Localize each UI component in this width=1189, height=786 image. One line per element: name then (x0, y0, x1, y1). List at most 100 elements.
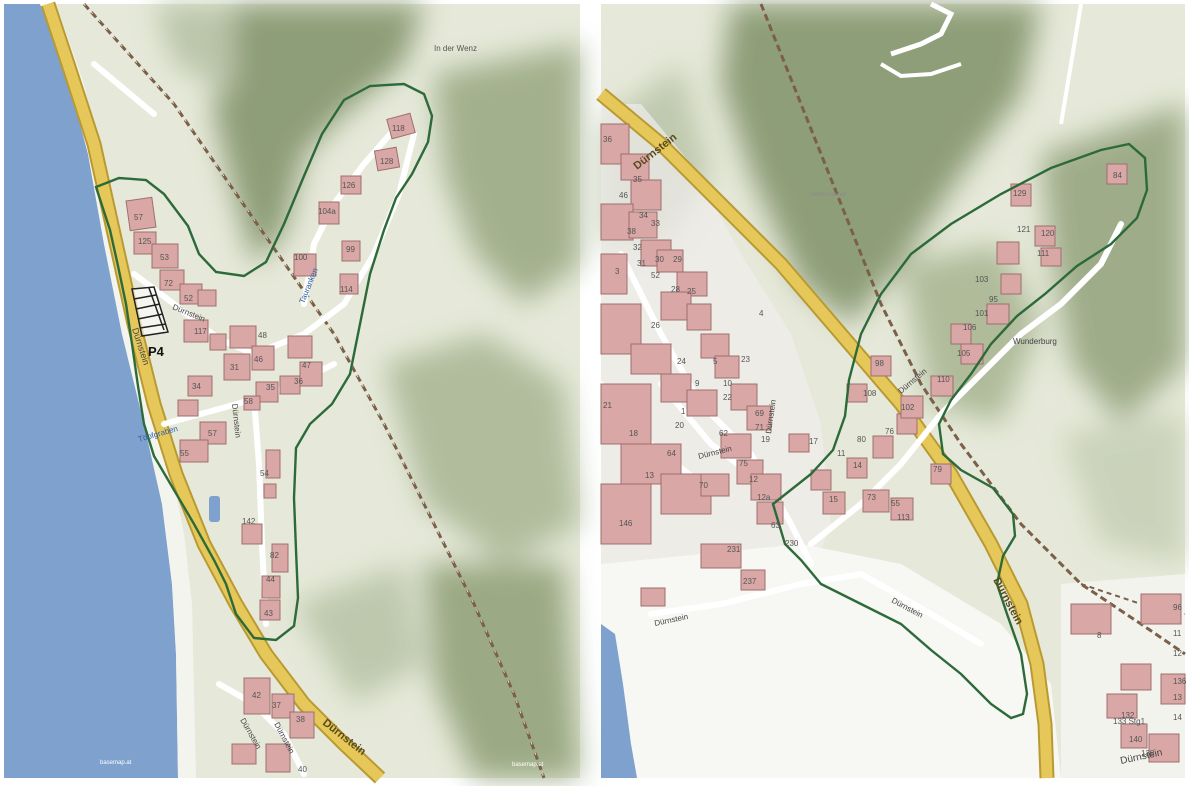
house-number: 140 (1129, 735, 1143, 744)
house-number: 237 (743, 577, 757, 586)
house-number: 53 (160, 253, 169, 262)
house-number: 19 (761, 435, 770, 444)
house-numbers: 84 129 121 120 111 103 95 101 106 105 98… (603, 135, 1187, 758)
house-number: 95 (989, 295, 998, 304)
house-number: 17 (809, 437, 818, 446)
house-number: 46 (254, 355, 263, 364)
house-number: 14 (1173, 713, 1182, 722)
house-number: 121 (1017, 225, 1031, 234)
house-number: 113 (897, 513, 910, 522)
house-number: 54 (260, 469, 269, 478)
house-number: 29 (673, 255, 682, 264)
street-label-road-curve: Dürnstein (230, 403, 243, 438)
house-number: 132 (1121, 711, 1135, 720)
map-credit: basemap.at (100, 760, 132, 766)
house-number: 58 (244, 397, 253, 406)
house-number: 18 (629, 429, 638, 438)
house-number: 13 (1173, 693, 1182, 702)
house-number: 23 (741, 355, 750, 364)
right-map-panel[interactable]: Dürnstein Dürnstein Wunderburg Sebernste… (596, 1, 1187, 779)
house-number: 106 (963, 323, 977, 332)
house-number: 31 (230, 363, 239, 372)
house-number: 3 (615, 267, 620, 276)
buildings (600, 123, 1186, 763)
river-bank (40, 4, 196, 778)
left-map-panel[interactable]: In der Wenz Dürnstein Dürnstein Dürnstei… (4, 1, 580, 784)
house-number: 55 (180, 449, 189, 458)
house-number: 35 (633, 175, 642, 184)
field-label-wunderburg: Wunderburg (1013, 337, 1057, 346)
house-number: 126 (342, 181, 356, 190)
house-numbers: 118 128 126 104a 99 100 114 57 125 53 72… (134, 124, 405, 774)
house-number: 34 (639, 211, 648, 220)
house-number: 9 (695, 379, 700, 388)
house-number: 37 (272, 701, 281, 710)
house-number: 57 (208, 429, 217, 438)
house-number: 57 (134, 213, 143, 222)
house-number: 114 (340, 285, 353, 294)
house-number: 105 (957, 349, 971, 358)
house-number: 64 (667, 449, 676, 458)
house-number: 40 (298, 765, 307, 774)
house-number: 230 (785, 539, 799, 548)
house-number: 12a (757, 493, 771, 502)
house-number: 79 (933, 465, 942, 474)
house-number: 14 (853, 461, 862, 470)
house-number: 118 (392, 124, 405, 133)
terrain-shading (154, 4, 580, 778)
house-number: 22 (723, 393, 732, 402)
buildings (125, 112, 416, 773)
house-number: 1 (681, 407, 686, 416)
parcel-label-p4: P4 (148, 344, 165, 359)
house-number: 15 (829, 495, 838, 504)
study-area-outline (771, 142, 1149, 720)
parcel-p4[interactable] (131, 286, 169, 337)
house-number: 13 (645, 471, 654, 480)
house-number: 48 (258, 331, 267, 340)
house-number: 129 (1013, 189, 1027, 198)
faint-label: Sebernsteiner (809, 192, 846, 198)
house-number: 5 (713, 357, 718, 366)
house-number: 231 (727, 545, 741, 554)
house-number: 75 (739, 459, 748, 468)
house-number: 98 (875, 359, 884, 368)
house-number: 133 Stg1 (1113, 717, 1146, 726)
house-number: 52 (184, 294, 193, 303)
house-number: 28 (671, 285, 680, 294)
house-number: 103 (975, 275, 989, 284)
left-map: In der Wenz Dürnstein Dürnstein Dürnstei… (4, 1, 580, 784)
house-number: 128 (380, 157, 394, 166)
house-number: 43 (264, 609, 273, 618)
house-number: 30 (655, 255, 664, 264)
house-number: 99 (346, 245, 355, 254)
house-number: 84 (1113, 171, 1122, 180)
map-credit-right: basemap.at (512, 762, 544, 768)
house-number: 80 (857, 435, 866, 444)
railway-ties (83, 3, 545, 779)
river-water (601, 624, 637, 778)
house-number: 71 (755, 423, 764, 432)
main-road[interactable] (42, 2, 384, 782)
house-number: 117 (194, 327, 207, 336)
house-number: 38 (627, 227, 636, 236)
house-number: 42 (252, 691, 261, 700)
house-number: 36 (294, 377, 303, 386)
main-road[interactable] (597, 89, 1053, 779)
house-number: 33 (651, 219, 660, 228)
house-number: 46 (619, 191, 628, 200)
house-number: 8 (1097, 631, 1102, 640)
house-number: 11 (1173, 629, 1182, 638)
house-number: 70 (699, 481, 708, 490)
river-water (4, 4, 178, 778)
house-number: 47 (302, 361, 311, 370)
house-number: 100 (294, 253, 308, 262)
house-number: 34 (192, 382, 201, 391)
upper-road (890, 1, 955, 57)
house-number: 10 (723, 379, 732, 388)
house-number: 120 (1041, 229, 1055, 238)
house-number: 38 (296, 715, 305, 724)
house-number: 11 (837, 449, 846, 458)
house-number: 108 (863, 389, 877, 398)
house-number: 72 (164, 279, 173, 288)
